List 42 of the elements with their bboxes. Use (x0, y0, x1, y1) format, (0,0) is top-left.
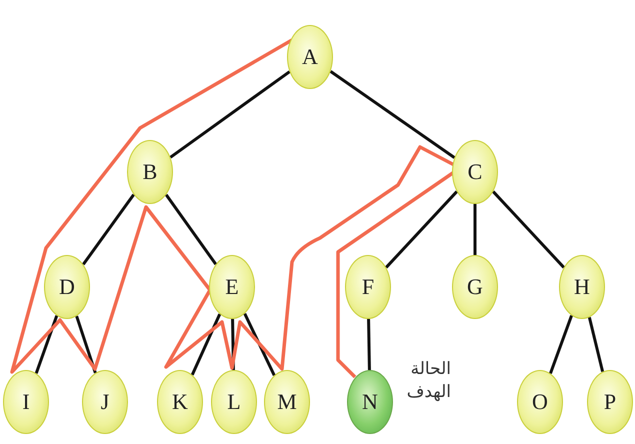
node-label: M (277, 389, 297, 415)
node-label: O (532, 389, 548, 415)
node-label: G (467, 274, 483, 300)
tree-node (347, 370, 393, 434)
tree-branch (385, 190, 458, 268)
tree-node (82, 370, 128, 434)
node-label: D (59, 274, 75, 300)
node-label: H (574, 274, 590, 300)
tree-branch (75, 316, 97, 374)
tree-branch (330, 70, 456, 159)
node-label: C (468, 159, 482, 185)
tree-node (44, 255, 90, 319)
tree-branch (82, 194, 135, 266)
tree-node (264, 370, 310, 434)
tree-branch (474, 204, 476, 255)
node-label: K (172, 389, 188, 415)
node-label: N (362, 389, 378, 415)
tree-node (559, 255, 605, 319)
node-label: J (100, 389, 110, 415)
node-label: I (22, 389, 30, 415)
tree-branch (588, 316, 604, 372)
goal-note: الحالة الهدف (406, 358, 451, 404)
tree-branch (367, 318, 371, 370)
tree-branch (243, 313, 276, 376)
tree-branch (231, 318, 235, 370)
tree-branch (492, 190, 565, 268)
node-label: B (142, 159, 158, 185)
tree-branch (549, 315, 573, 374)
tree-node (127, 140, 173, 204)
node-label: F (362, 274, 374, 300)
node-label: P (604, 389, 616, 415)
tree-node (157, 370, 203, 434)
tree-branch (190, 313, 222, 376)
node-label: E (225, 274, 239, 300)
tree-node (3, 370, 49, 434)
tree-node (209, 255, 255, 319)
tree-branch (34, 315, 58, 374)
node-label: A (302, 44, 318, 70)
tree-node (517, 370, 563, 434)
node-label: L (227, 389, 241, 415)
tree-branch (164, 194, 218, 266)
tree-branch (170, 70, 290, 159)
